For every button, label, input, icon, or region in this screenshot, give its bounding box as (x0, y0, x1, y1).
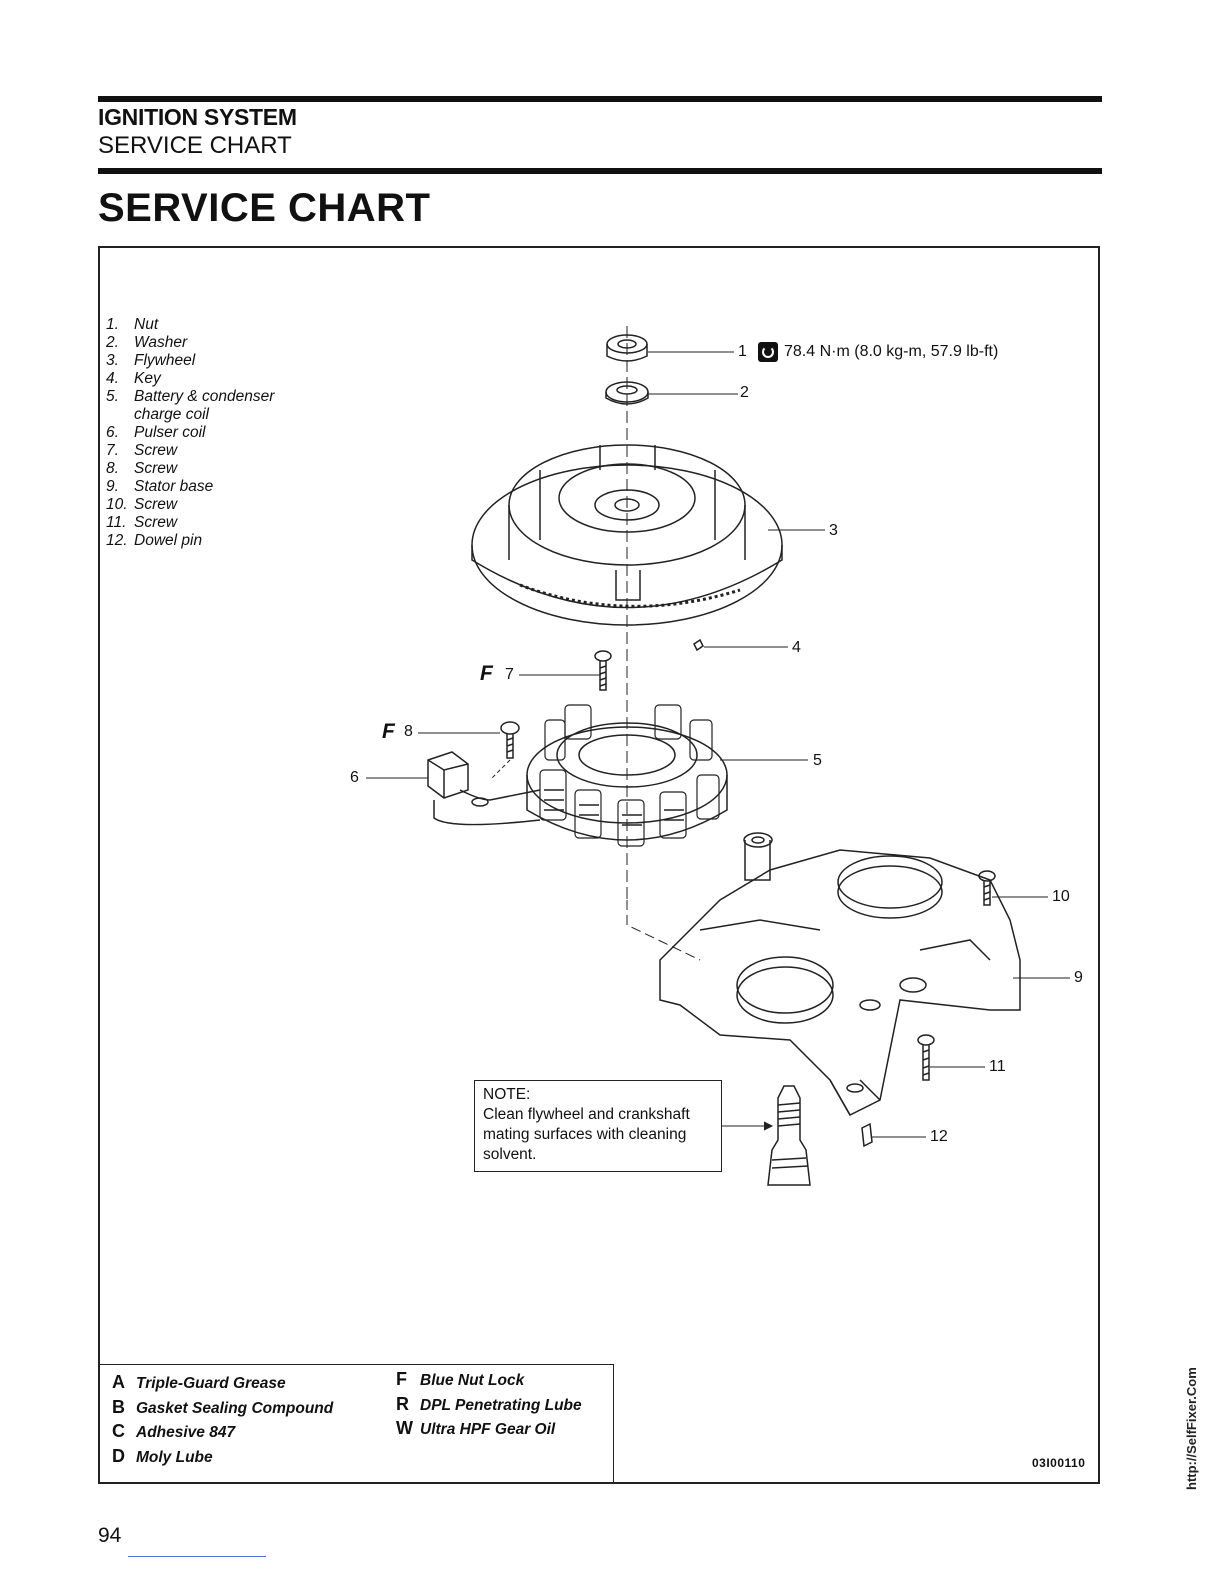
figure-id: 03I00110 (1032, 1456, 1086, 1470)
page-title: SERVICE CHART (98, 186, 431, 230)
stator-coil-part (526, 704, 728, 847)
screw-11-part (917, 1034, 935, 1081)
torque-value: 78.4 N·m (8.0 kg-m, 57.9 lb-ft) (784, 343, 999, 360)
crankshaft-part (767, 1085, 811, 1186)
callout-5: 5 (813, 752, 822, 769)
list-item: 3.Flywheel (106, 352, 196, 369)
list-item: 11.Screw (106, 514, 178, 531)
list-item: 8.Screw (106, 460, 178, 477)
stator-base-part (659, 832, 1021, 1116)
section-title: IGNITION SYSTEM (98, 104, 297, 130)
list-item: 2.Washer (106, 334, 188, 351)
screw-8-part (500, 721, 520, 759)
list-item: 5.Battery & condenser charge coil (106, 388, 275, 423)
lube-mark-screw-8: F (382, 720, 395, 743)
key-part (693, 638, 704, 652)
list-item: 4.Key (106, 370, 161, 387)
callout-8: 8 (404, 723, 413, 740)
callout-7: 7 (505, 666, 514, 683)
torque-wrench-icon (758, 342, 778, 362)
pulser-coil-part (427, 751, 541, 826)
list-item: 12.Dowel pin (106, 532, 203, 549)
dowel-pin-part (861, 1122, 873, 1148)
list-item: 7.Screw (106, 442, 178, 459)
screw-7-part (594, 650, 612, 691)
callout-11: 11 (989, 1058, 1006, 1075)
service-chart-frame (98, 246, 1100, 1484)
callout-12: 12 (930, 1128, 948, 1145)
callout-4: 4 (792, 639, 801, 656)
screw-10-part (978, 870, 996, 906)
watermark-url: http://SelfFixer.Com (1184, 1367, 1199, 1490)
subsection-title: SERVICE CHART (98, 132, 292, 159)
list-item: 10.Screw (106, 496, 178, 513)
note-box: NOTE: Clean flywheel and crankshaft mati… (474, 1080, 722, 1172)
nut-part (606, 334, 648, 362)
page-number: 94 (98, 1524, 122, 1547)
flywheel-part (471, 444, 783, 626)
callout-3: 3 (829, 522, 838, 539)
leader-lines (366, 351, 1070, 1138)
callout-2: 2 (740, 384, 749, 401)
callout-9: 9 (1074, 969, 1083, 986)
header-rule (98, 168, 1102, 174)
top-rule (98, 96, 1102, 102)
callout-10: 10 (1052, 888, 1070, 905)
torque-spec: 78.4 N·m (8.0 kg-m, 57.9 lb-ft) (758, 342, 998, 362)
list-item: 1.Nut (106, 316, 159, 333)
list-item: 6.Pulser coil (106, 424, 206, 441)
parts-list: 1.Nut 2.Washer 3.Flywheel 4.Key 5.Batter… (106, 316, 294, 550)
lube-mark-screw-7: F (480, 662, 493, 685)
note-title: NOTE: (483, 1086, 531, 1103)
washer-part (605, 381, 649, 405)
callout-6: 6 (350, 769, 359, 786)
footer-link-underline (128, 1556, 266, 1557)
callout-1: 1 (738, 343, 747, 360)
note-text: Clean flywheel and crankshaft mating sur… (483, 1106, 690, 1163)
list-item: 9.Stator base (106, 478, 214, 495)
